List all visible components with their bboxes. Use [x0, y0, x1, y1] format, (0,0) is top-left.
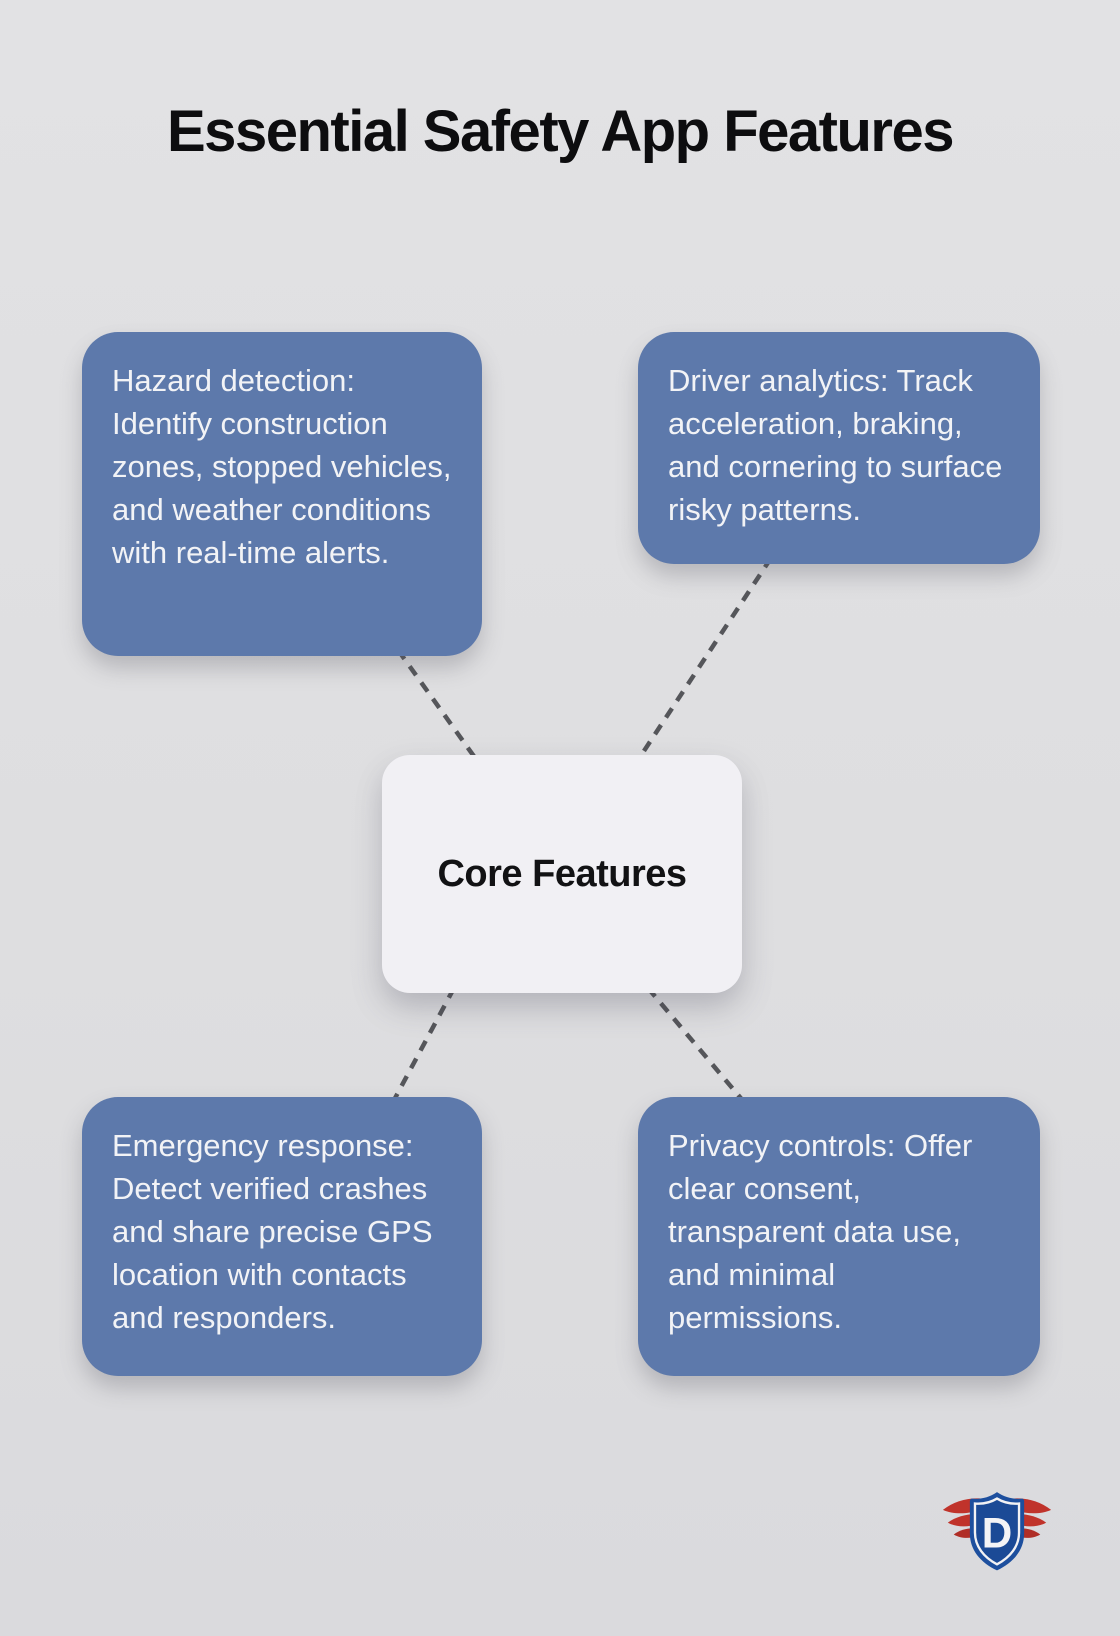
feature-card-privacy-controls-text: Privacy controls: Offer clear consent, t…	[668, 1128, 973, 1335]
page-title: Essential Safety App Features	[167, 99, 954, 164]
feature-card-hazard-detection-text: Hazard detection: Identify construction …	[112, 363, 452, 570]
feature-card-driver-analytics-text: Driver analytics: Track acceleration, br…	[668, 363, 1003, 527]
brand-logo-shield-icon: D	[942, 1492, 1052, 1571]
core-features-label: Core Features	[437, 852, 687, 895]
connector-core-to-emergency	[391, 986, 456, 1104]
connector-hazard-to-core	[396, 648, 480, 764]
logo-letter: D	[982, 1510, 1013, 1557]
connector-driver-to-core	[636, 556, 773, 762]
feature-card-hazard-detection: Hazard detection: Identify construction …	[82, 332, 482, 656]
connector-core-to-privacy	[646, 986, 746, 1104]
core-features-card: Core Features	[382, 755, 742, 993]
feature-card-emergency-response-text: Emergency response: Detect verified cras…	[112, 1128, 433, 1335]
logo-shield-badge-icon: D	[969, 1492, 1025, 1571]
feature-card-driver-analytics: Driver analytics: Track acceleration, br…	[638, 332, 1040, 564]
feature-card-emergency-response: Emergency response: Detect verified cras…	[82, 1097, 482, 1376]
feature-card-privacy-controls: Privacy controls: Offer clear consent, t…	[638, 1097, 1040, 1376]
